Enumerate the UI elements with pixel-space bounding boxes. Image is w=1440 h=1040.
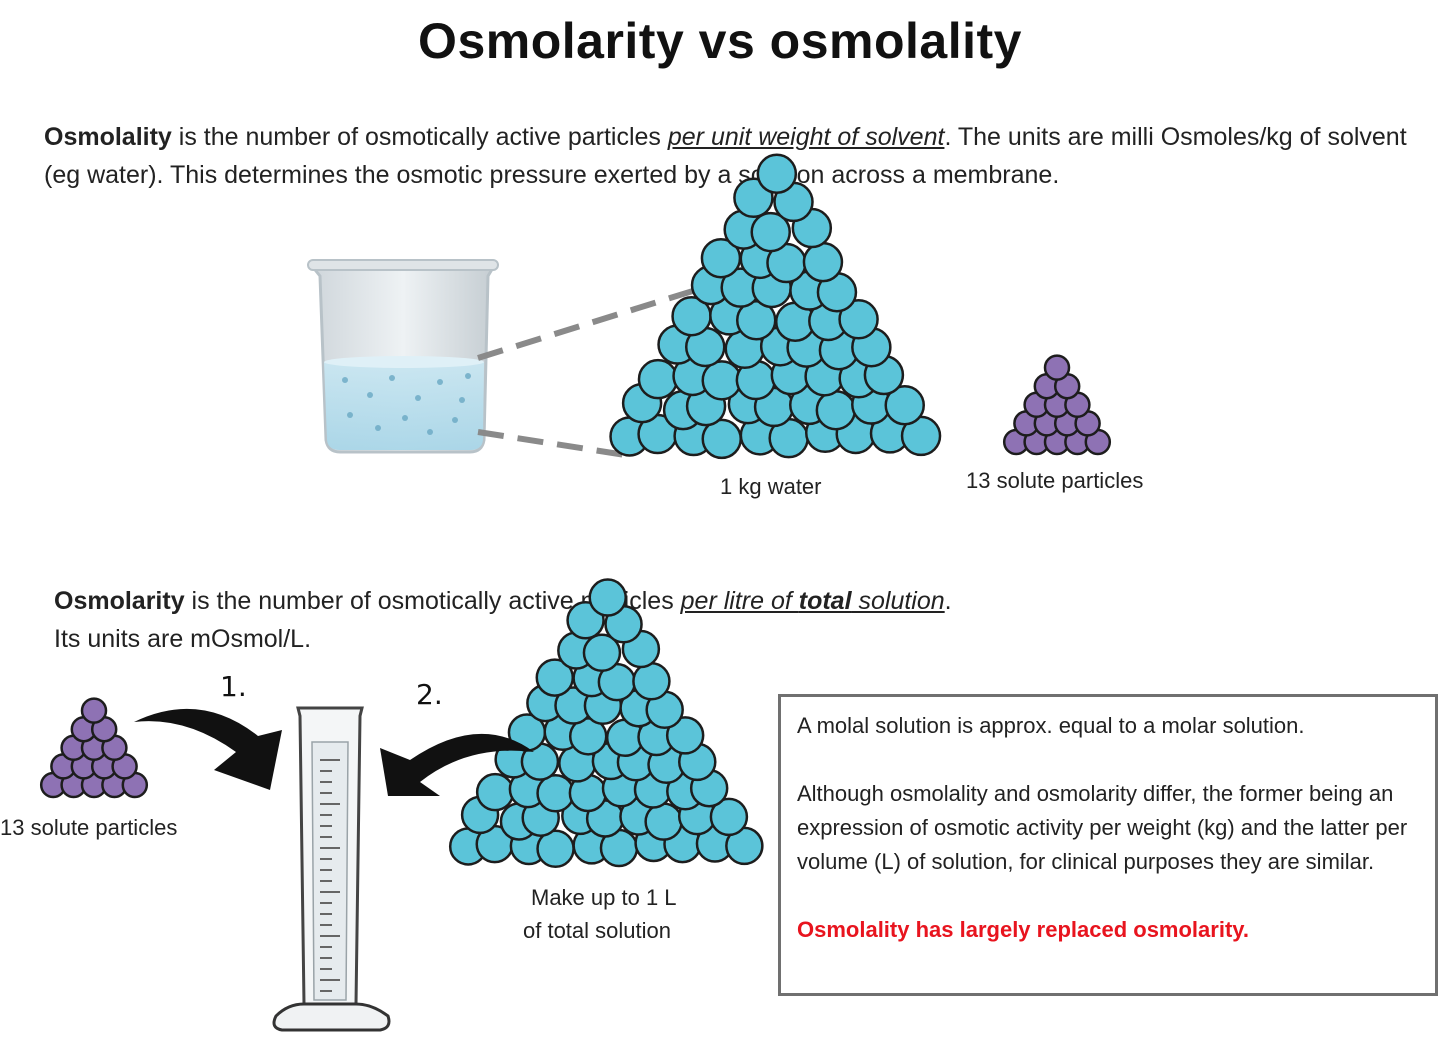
note-paragraph-2: Although osmolality and osmolarity diffe… xyxy=(797,781,1408,874)
osmolarity-term: Osmolarity xyxy=(54,587,185,615)
water-label: 1 kg water xyxy=(720,474,822,499)
note-emphasis: Osmolality has largely replaced osmolari… xyxy=(797,917,1249,942)
arrow-1-icon xyxy=(134,708,282,790)
water-particle xyxy=(588,578,627,617)
makeup-label-line-2: of total solution xyxy=(523,918,671,943)
water-particle xyxy=(802,241,844,283)
page-title: Osmolarity vs osmolality xyxy=(418,13,1022,69)
water-particle xyxy=(709,797,749,837)
water-particle xyxy=(756,153,798,195)
osmolality-term: Osmolality xyxy=(44,123,172,151)
osmolality-text-1: is the number of osmotically active part… xyxy=(171,123,668,151)
graduated-cylinder-icon xyxy=(272,706,391,1032)
osmolality-text-2: . The units are milli Osmoles/kg of solv… xyxy=(44,123,1407,189)
osmolarity-emphasis-b: total xyxy=(798,587,852,615)
osmolarity-units: Its units are mOsmol/L. xyxy=(54,625,312,653)
makeup-label-line-1: Make up to 1 L xyxy=(531,885,677,910)
osmolarity-emphasis-c: solution xyxy=(851,587,945,615)
water-particle-pile-bottom xyxy=(448,578,764,868)
water-particle xyxy=(637,358,679,400)
water-particle xyxy=(475,772,515,812)
solute-label-bottom: 13 solute particles xyxy=(0,815,178,840)
water-particle xyxy=(582,633,622,673)
solute-particle-pile-bottom xyxy=(39,697,149,799)
osmolality-emphasis: per unit weight of solvent xyxy=(667,123,945,151)
step-2-label: 2. xyxy=(416,678,443,711)
water-particle xyxy=(750,211,791,253)
water-particle xyxy=(644,802,683,841)
water-particle xyxy=(838,299,879,340)
osmolarity-text-2: . xyxy=(944,587,952,615)
note-paragraph-1: A molal solution is approx. equal to a m… xyxy=(797,713,1305,738)
solute-label-top: 13 solute particles xyxy=(966,468,1144,493)
osmolality-definition: Osmolality is the number of osmotically … xyxy=(44,118,1424,194)
arrow-2-icon xyxy=(380,733,534,796)
note-box: A molal solution is approx. equal to a m… xyxy=(778,694,1438,996)
water-particle xyxy=(815,389,857,431)
solute-particle xyxy=(1043,354,1071,381)
zoom-line-bottom xyxy=(477,429,633,459)
water-particle xyxy=(884,385,925,426)
water-particle xyxy=(701,360,743,401)
water-particle xyxy=(632,662,671,701)
solute-particle-pile-top xyxy=(1002,354,1112,456)
water-particle xyxy=(665,716,705,755)
water-particle-pile-top xyxy=(609,153,942,460)
step-1-label: 1. xyxy=(220,670,247,703)
solute-particle xyxy=(80,697,108,724)
osmolarity-emphasis-a: per litre of xyxy=(680,587,799,615)
beaker-icon xyxy=(307,259,499,454)
